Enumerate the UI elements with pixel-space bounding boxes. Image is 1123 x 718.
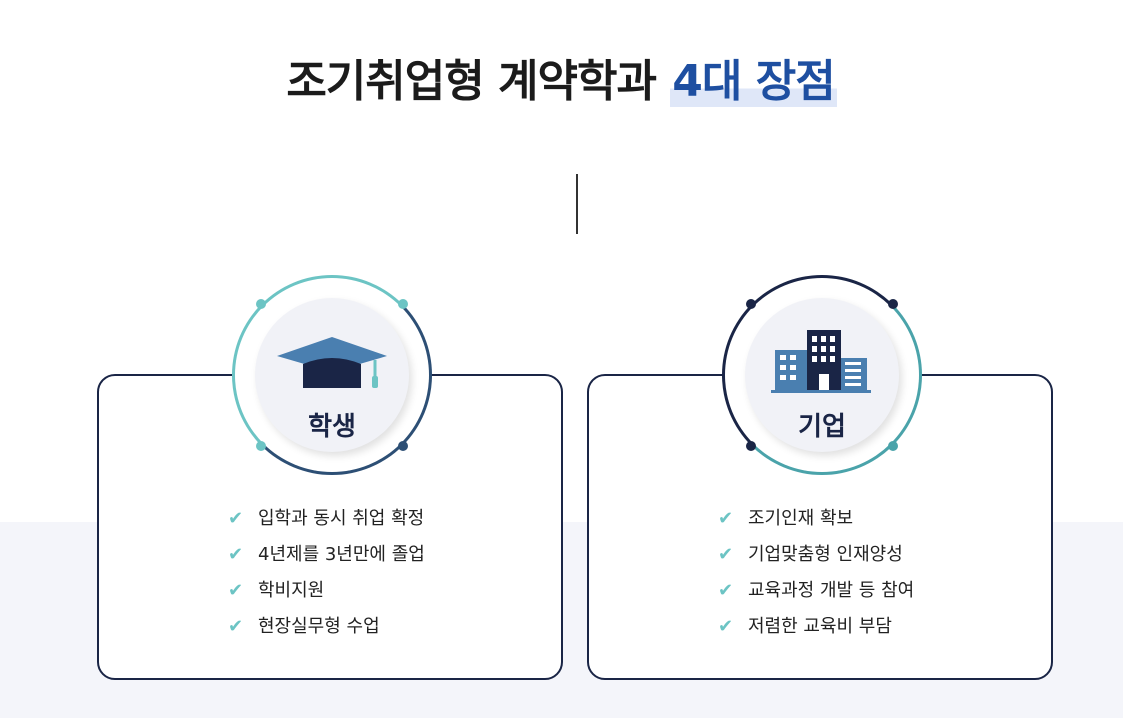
graduation-cap-icon — [255, 312, 409, 402]
list-item: ✔기업맞춤형 인재양성 — [718, 541, 914, 577]
company-label: 기업 — [798, 412, 846, 442]
check-icon: ✔ — [228, 544, 244, 565]
list-item: ✔저렴한 교육비 부담 — [718, 613, 914, 649]
company-badge: 기업 — [722, 275, 922, 475]
student-label: 학생 — [308, 412, 356, 442]
badge-dot — [888, 441, 898, 451]
list-item: ✔교육과정 개발 등 참여 — [718, 577, 914, 613]
list-item: ✔조기인재 확보 — [718, 505, 914, 541]
check-icon: ✔ — [718, 544, 734, 565]
student-badge: 학생 — [232, 275, 432, 475]
badge-dot — [746, 299, 756, 309]
company-benefit-list: ✔조기인재 확보 ✔기업맞춤형 인재양성 ✔교육과정 개발 등 참여 ✔저렴한 … — [718, 505, 914, 649]
title-accent: 4대 장점 — [670, 56, 837, 107]
list-item: ✔현장실무형 수업 — [228, 613, 425, 649]
badge-dot — [888, 299, 898, 309]
building-icon — [745, 312, 899, 402]
list-item: ✔4년제를 3년만에 졸업 — [228, 541, 425, 577]
badge-dot — [398, 299, 408, 309]
student-benefit-list: ✔입학과 동시 취업 확정 ✔4년제를 3년만에 졸업 ✔학비지원 ✔현장실무형… — [228, 505, 425, 649]
check-icon: ✔ — [718, 580, 734, 601]
check-icon: ✔ — [718, 616, 734, 637]
check-icon: ✔ — [718, 508, 734, 529]
badge-inner-circle: 기업 — [745, 298, 899, 452]
badge-dot — [746, 441, 756, 451]
badge-dot — [256, 441, 266, 451]
list-item: ✔입학과 동시 취업 확정 — [228, 505, 425, 541]
check-icon: ✔ — [228, 580, 244, 601]
check-icon: ✔ — [228, 616, 244, 637]
title-main: 조기취업형 계약학과 — [286, 56, 671, 107]
vertical-divider — [576, 174, 578, 234]
badge-dot — [398, 441, 408, 451]
check-icon: ✔ — [228, 508, 244, 529]
list-item: ✔학비지원 — [228, 577, 425, 613]
badge-inner-circle: 학생 — [255, 298, 409, 452]
page-title: 조기취업형 계약학과 4대 장점 — [0, 52, 1123, 112]
badge-dot — [256, 299, 266, 309]
